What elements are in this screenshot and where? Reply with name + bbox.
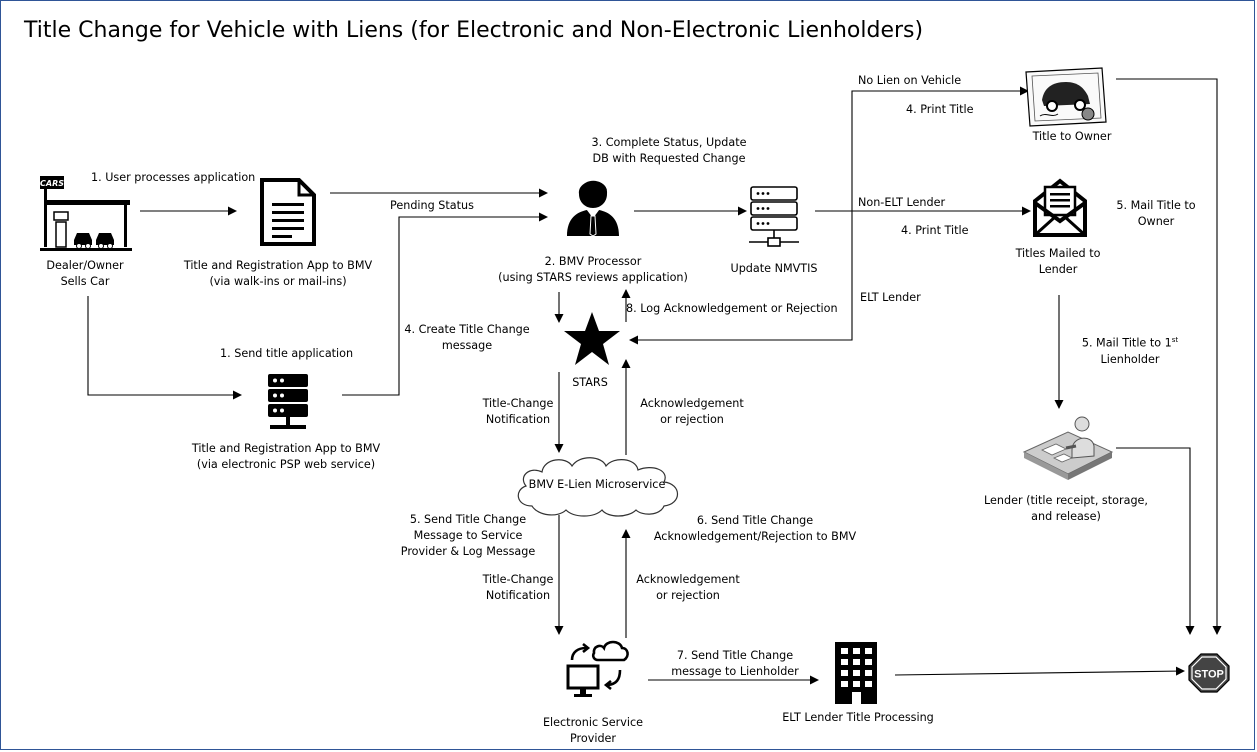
elt-processing-label: ELT Lender Title Processing <box>782 711 934 724</box>
arrow-elt-to-stop <box>894 666 1185 676</box>
edge-label-no-lien: No Lien on Vehicle <box>858 74 962 87</box>
arrow-nmvtis-to-stars <box>629 211 853 345</box>
arrow-lender-to-stop <box>1116 447 1195 635</box>
app-bmv-label: Title and Registration App to BMV(via wa… <box>183 259 373 288</box>
document-icon <box>259 177 317 252</box>
dealer-icon: CARS <box>38 174 134 257</box>
edge-label-pending-status: Pending Status <box>390 199 474 212</box>
edge-label-log-ack: 8. Log Acknowledgement or Rejection <box>626 302 838 315</box>
edge-label-mail-lienholder: 5. Mail Title to 1st Lienholder <box>1081 336 1179 366</box>
stop-sign-text: STOP <box>1194 669 1224 681</box>
nmvtis-label: Update NMVTIS <box>730 262 818 275</box>
stars-label: STARS <box>572 376 608 389</box>
diagram-title: Title Change for Vehicle with Liens (for… <box>24 18 924 43</box>
building-icon <box>831 640 881 711</box>
stop-sign-icon: STOP <box>1188 653 1230 698</box>
app-psp-label: Title and Registration App to BMV(via el… <box>191 442 381 471</box>
nmvtis-server-icon <box>747 185 801 254</box>
edge-label-elt-lender: ELT Lender <box>860 291 921 304</box>
mail-envelope-icon <box>1031 175 1089 244</box>
elien-label: BMV E-Lien Microservice <box>528 478 666 491</box>
title-certificate-icon <box>1022 66 1108 133</box>
edge-label-non-elt: Non-ELT Lender <box>858 196 946 209</box>
edge-label-send-title-app: 1. Send title application <box>220 347 354 360</box>
processor-person-icon <box>565 172 621 243</box>
title-owner-label: Title to Owner <box>1032 130 1112 143</box>
arrow-owner-to-stop <box>1116 78 1222 635</box>
dealer-sign-text: CARS <box>40 179 64 188</box>
arrow-dealer-to-psp <box>87 296 242 400</box>
processor-label: 2. BMV Processor(using STARS reviews app… <box>498 255 688 284</box>
lender-desk-icon <box>1020 414 1116 485</box>
esp-cloud-computer-icon <box>564 638 630 709</box>
lender-label: Lender (title receipt, storage,and relea… <box>984 494 1148 523</box>
stars-star-icon <box>563 311 621 372</box>
edge-label-print-title-lender: 4. Print Title <box>901 224 969 237</box>
edge-label-print-title-owner: 4. Print Title <box>906 103 974 116</box>
server-icon <box>266 372 310 439</box>
elien-cloud-icon <box>510 450 686 525</box>
edge-label-user-processes: 1. User processes application <box>91 171 256 184</box>
arrow-psp-to-processor <box>342 212 548 396</box>
